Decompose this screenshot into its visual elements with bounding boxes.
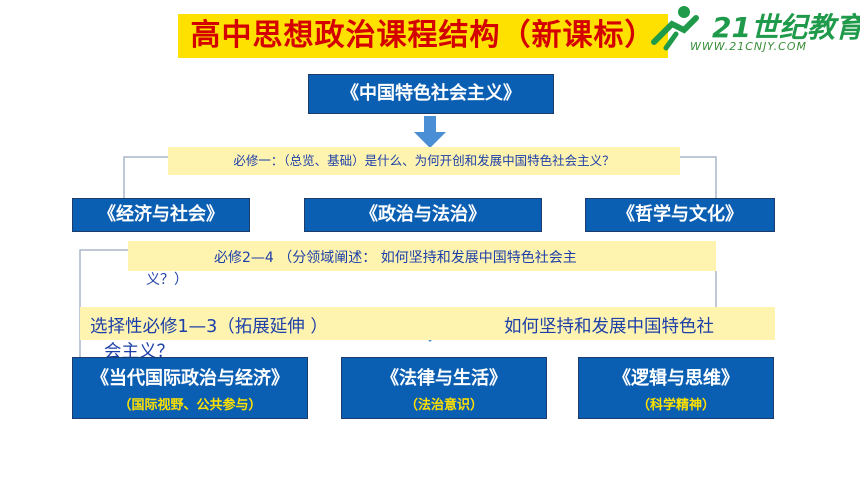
box-title: 《法律与生活》 — [381, 368, 507, 389]
box-subtitle: （法治意识） — [404, 398, 483, 413]
box-title: 《逻辑与思维》 — [613, 368, 739, 389]
textbook-box-law: 《法律与生活》 （法治意识） — [341, 357, 547, 419]
elective-left-text: 选择性必修1—3（拓展延伸 ） — [90, 317, 328, 337]
textbook-box-international: 《当代国际政治与经济》 （国际视野、公共参与） — [72, 357, 308, 419]
required-1-note: 必修一：（总览、基础）是什么、为何开创和发展中国特色社会主义？ — [168, 147, 680, 175]
elective-note: 选择性必修1—3（拓展延伸 ） 如何坚持和发展中国特色社 — [80, 307, 775, 340]
runner-logo-icon — [651, 6, 699, 51]
logo-brand: 21世纪教育 — [712, 11, 860, 44]
page-title: 高中思想政治课程结构（新课标） — [178, 14, 668, 58]
textbook-box-politics: 《政治与法治》 — [304, 198, 542, 232]
brand-logo: 21世纪教育 WWW.21CNJY.COM — [640, 2, 860, 60]
textbook-box-economy: 《经济与社会》 — [72, 198, 250, 232]
box-subtitle: （国际视野、公共参与） — [118, 398, 262, 413]
textbook-box-socialism: 《中国特色社会主义》 — [308, 74, 554, 114]
box-title: 《当代国际政治与经济》 — [91, 368, 289, 389]
logo-url: WWW.21CNJY.COM — [690, 40, 808, 53]
required-2-4-line2: 义？） — [146, 272, 188, 288]
textbook-box-philosophy: 《哲学与文化》 — [585, 198, 775, 232]
textbook-box-logic: 《逻辑与思维》 （科学精神） — [578, 357, 774, 419]
box-subtitle: （科学精神） — [636, 398, 715, 413]
down-arrow-icon — [414, 116, 446, 148]
required-2-4-note: 必修2—4 （分领域阐述： 如何坚持和发展中国特色社会主 义？） — [128, 241, 716, 288]
elective-right-text: 如何坚持和发展中国特色社 — [504, 317, 714, 337]
required-2-4-line1: 必修2—4 （分领域阐述： 如何坚持和发展中国特色社会主 — [214, 250, 577, 266]
